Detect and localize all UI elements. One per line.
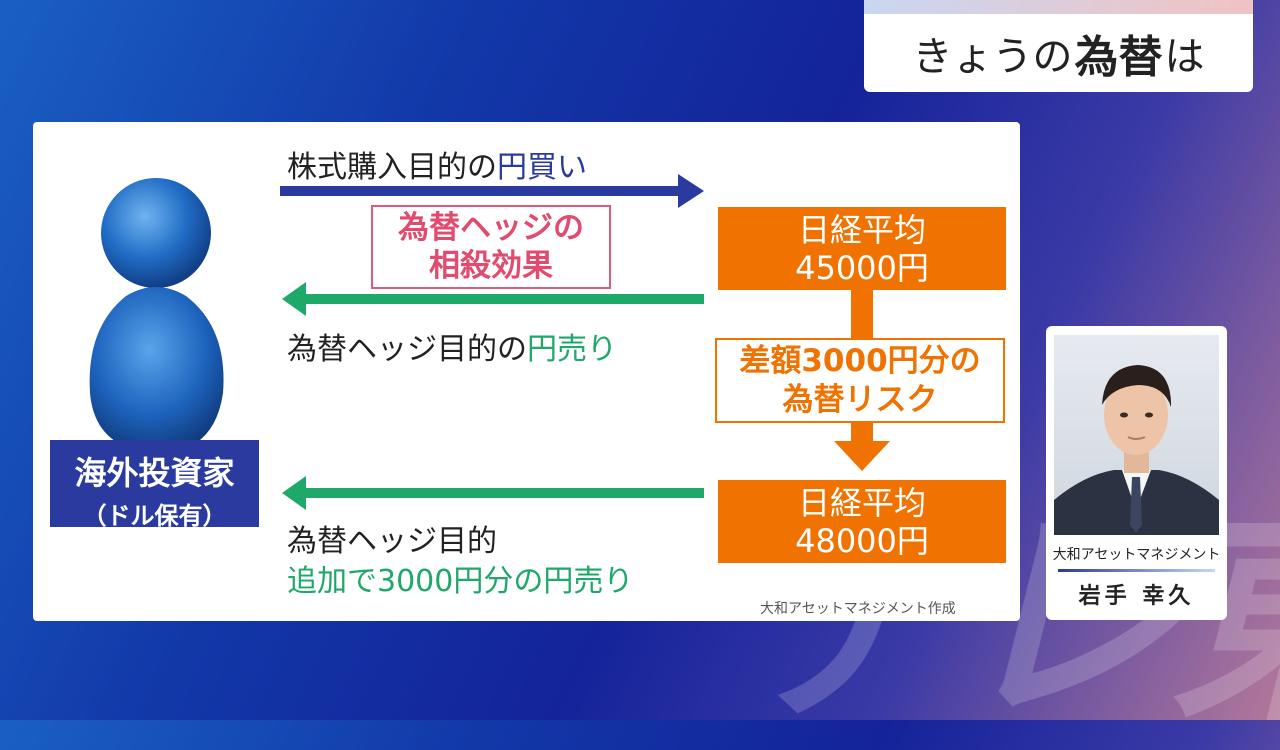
topic-title: きょうの 為替 は	[864, 14, 1253, 92]
fx-risk-line2: 為替リスク	[782, 382, 938, 418]
sell-arrow-2	[282, 476, 704, 510]
buy-arrow	[280, 174, 704, 208]
fx-risk-line1: 差額3000円分の	[739, 343, 981, 379]
commentator-company: 大和アセットマネジメント	[1052, 547, 1221, 563]
hedge-effect-line1: 為替ヘッジの	[398, 210, 584, 246]
commentator-name: 岩手 幸久	[1078, 584, 1195, 609]
nikkei-before-title: 日経平均	[797, 211, 926, 249]
nikkei-before-value: 45000円	[795, 249, 929, 287]
sell-arrow-1	[282, 282, 704, 316]
nikkei-before-box: 日経平均 45000円	[718, 207, 1006, 290]
sell-flow-label-2-line1: 為替ヘッジ目的	[287, 524, 497, 559]
fx-risk-box: 差額3000円分の 為替リスク	[715, 338, 1005, 423]
topic-accent-bar	[864, 0, 1253, 14]
commentator-photo	[1054, 335, 1219, 535]
down-arrow	[834, 423, 890, 471]
buy-flow-label-accent: 円買い	[497, 150, 587, 185]
risk-connector-top	[851, 290, 873, 338]
topic-prefix: きょうの	[912, 34, 1073, 80]
person-icon	[89, 178, 224, 443]
sell-flow-label-1-accent: 円売り	[527, 332, 617, 367]
sell-flow-label-1-plain: 為替ヘッジ目的の	[287, 332, 527, 367]
source-credit: 大和アセットマネジメント作成	[760, 601, 956, 617]
commentator-divider	[1058, 569, 1215, 572]
buy-flow-label: 株式購入目的の円買い	[287, 142, 587, 186]
sell-flow-label-2-line2: 追加で3000円分の円売り	[287, 564, 634, 599]
topic-suffix: は	[1164, 34, 1205, 80]
nikkei-after-title: 日経平均	[797, 484, 926, 522]
commentator-card: 大和アセットマネジメント 岩手 幸久	[1046, 326, 1227, 620]
buy-flow-label-plain: 株式購入目的の	[287, 150, 497, 185]
hedge-effect-box: 為替ヘッジの 相殺効果	[371, 205, 611, 289]
investor-box: 海外投資家 （ドル保有）	[50, 440, 259, 530]
topic-emphasis: 為替	[1074, 32, 1163, 83]
hedge-effect-line2: 相殺効果	[429, 248, 553, 284]
investor-sublabel: （ドル保有）	[82, 502, 227, 530]
sell-flow-label-1: 為替ヘッジ目的の円売り	[287, 324, 617, 368]
investor-label: 海外投資家	[74, 454, 235, 492]
nikkei-after-value: 48000円	[795, 522, 929, 560]
nikkei-after-box: 日経平均 48000円	[718, 480, 1006, 563]
